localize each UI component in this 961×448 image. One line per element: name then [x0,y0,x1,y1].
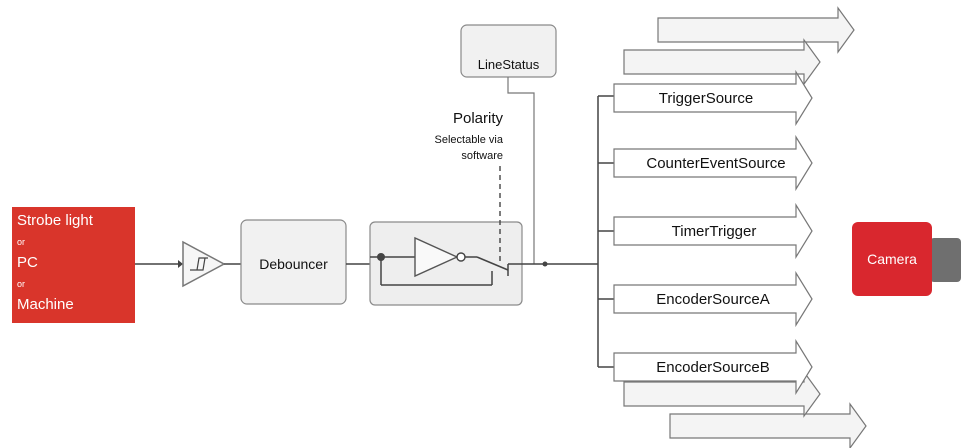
inverter-box [369,221,523,306]
inverter-bubble [456,252,466,262]
output-arrow-timer-trigger [613,202,813,260]
input-source-line3: Machine [17,296,74,313]
input-source-block: Strobe light or PC or Machine [12,207,135,323]
debouncer-label: Debouncer [259,256,328,272]
polarity-annotation: Polarity Selectable via software [435,110,504,262]
tap-dot [542,261,548,267]
output-arrow-encoder-source-b [613,338,813,396]
input-source-line2: PC [17,254,38,271]
camera-label: Camera [867,251,917,267]
stacked-arrow-decoration-bottom [623,370,867,448]
input-source-or2: or [17,279,25,289]
polarity-title: Polarity [453,110,504,127]
output-label-timer-trigger: TimerTrigger [672,223,757,240]
camera-body [852,222,932,296]
camera-lens-icon [930,238,961,282]
output-branch-2: CounterEventSource [598,134,813,192]
output-label-encoder-source-b: EncoderSourceB [656,359,769,376]
debouncer-box [240,219,347,305]
output-branch-4: EncoderSourceA [598,270,813,328]
output-branch-1: TriggerSource [598,69,813,127]
input-source-or1: or [17,237,25,247]
polarity-note-line2: software [461,150,503,162]
output-branch-3: TimerTrigger [598,202,813,260]
line-status-label: LineStatus [478,57,540,72]
polarity-note-line1: Selectable via [435,134,504,146]
output-label-counter-event-source: CounterEventSource [646,155,785,172]
output-branch-5: EncoderSourceB [598,338,813,396]
input-source-box [12,207,135,323]
schmitt-trigger-icon [182,240,226,288]
inverter-gate-icon [414,236,459,278]
line-status-block: LineStatus [460,24,557,264]
output-arrow-encoder-source-a [613,270,813,328]
stacked-arrow-decoration-top [623,6,855,86]
debouncer-block: Debouncer [240,219,347,305]
output-label-trigger-source: TriggerSource [659,90,753,107]
polarity-inverter-block [369,221,523,306]
camera-block: Camera [852,222,961,296]
input-source-line1: Strobe light [17,212,94,229]
output-label-encoder-source-a: EncoderSourceA [656,291,769,308]
polarity-switch-arm [476,256,509,271]
line-status-wire [507,77,535,264]
output-arrow-counter-event-source [613,134,813,192]
output-arrow-trigger-source [613,69,813,127]
wire-arrowhead [178,260,183,268]
